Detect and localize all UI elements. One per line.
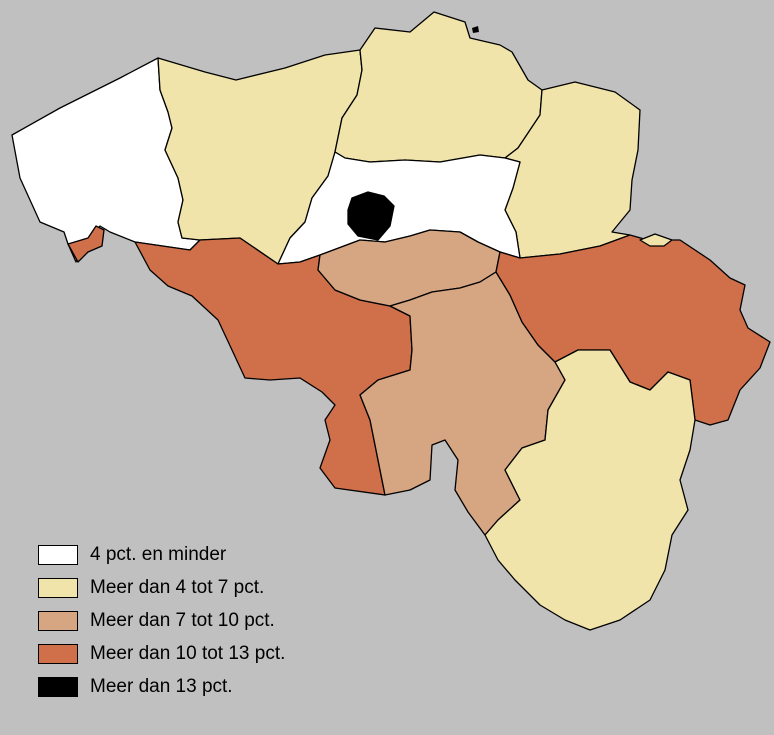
legend-label: Meer dan 13 pct.	[90, 676, 233, 697]
province-luxemburg[interactable]	[484, 349, 696, 631]
legend-swatch	[38, 545, 78, 565]
legend-item: 4 pct. en minder	[38, 544, 285, 566]
legend-item: Meer dan 7 tot 10 pct.	[38, 610, 285, 632]
legend-swatch	[38, 611, 78, 631]
legend-swatch	[38, 644, 78, 664]
province-antwerpen[interactable]	[334, 11, 543, 163]
province-brussel[interactable]	[347, 191, 395, 241]
legend-label: Meer dan 7 tot 10 pct.	[90, 610, 275, 631]
legend-label: Meer dan 10 tot 13 pct.	[90, 643, 286, 664]
legend-item: Meer dan 10 tot 13 pct.	[38, 643, 285, 665]
legend-swatch	[38, 578, 78, 598]
province-limburg-exclave[interactable]	[639, 233, 673, 247]
map-legend: 4 pct. en minder Meer dan 4 tot 7 pct. M…	[38, 544, 285, 709]
legend-item: Meer dan 13 pct.	[38, 676, 285, 698]
legend-item: Meer dan 4 tot 7 pct.	[38, 577, 285, 599]
legend-swatch	[38, 677, 78, 697]
province-henegouwen-enclave[interactable]	[67, 225, 105, 263]
legend-label: Meer dan 4 tot 7 pct.	[90, 577, 265, 598]
legend-label: 4 pct. en minder	[90, 544, 227, 565]
baarle-enclave-mark	[472, 26, 479, 33]
